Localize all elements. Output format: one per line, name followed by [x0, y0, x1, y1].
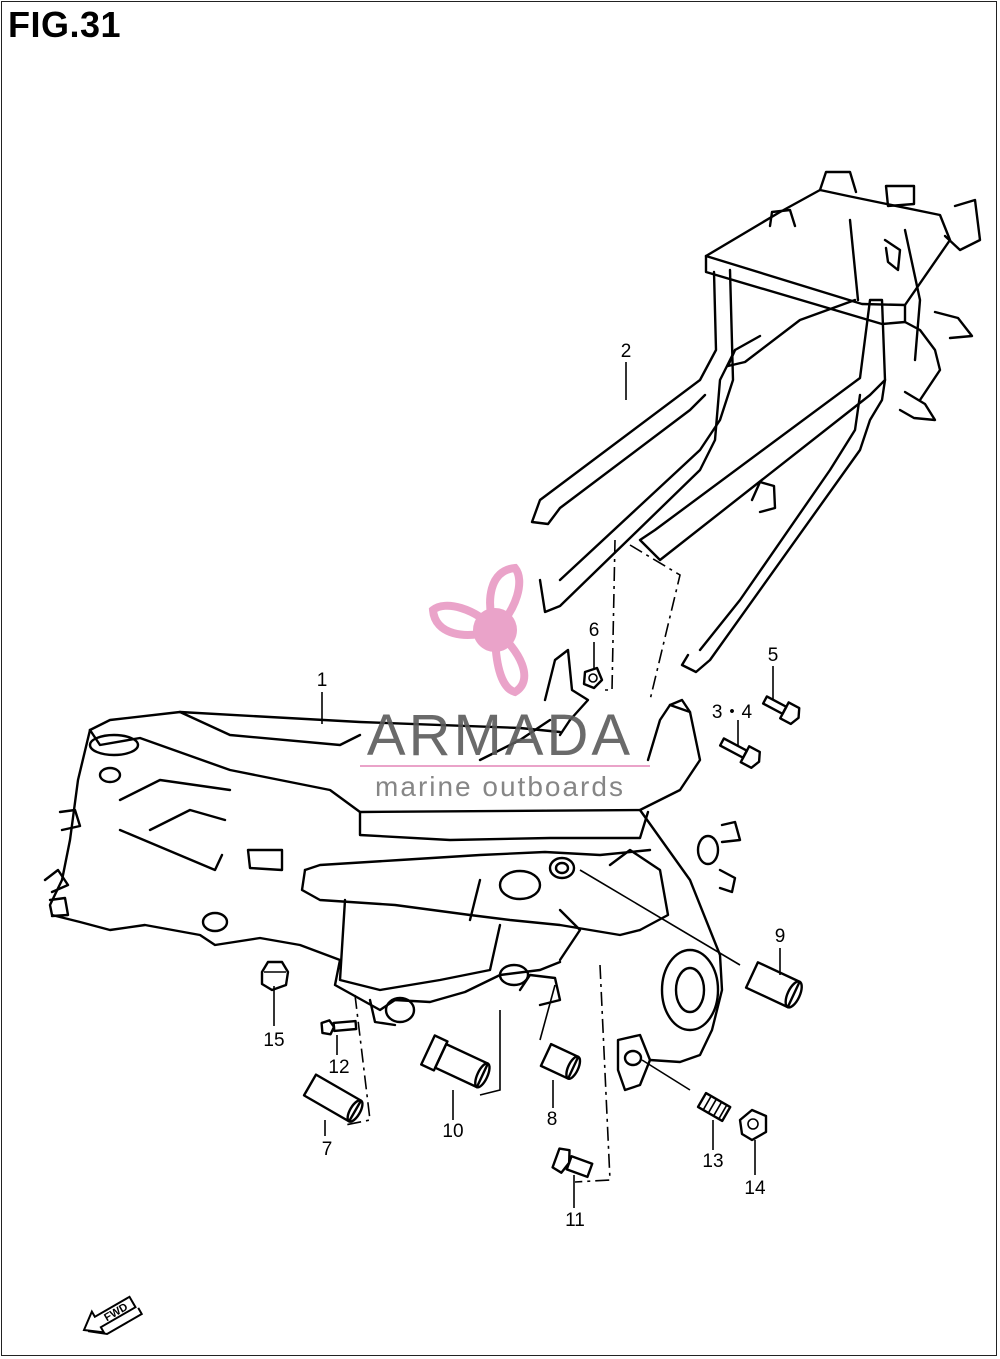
bolt-5: [761, 695, 801, 726]
propeller-logo-icon: [428, 563, 529, 697]
callout-2: 2: [621, 341, 632, 362]
leader-lines: [273, 362, 781, 1208]
callout-9: 9: [775, 926, 786, 947]
spacer-8: [539, 1042, 582, 1080]
nut-14: [738, 1108, 768, 1142]
spacer-7: [302, 1073, 364, 1123]
callout-1: 1: [317, 670, 328, 691]
nut-6: [582, 666, 604, 690]
adjuster-13: [696, 1091, 732, 1123]
callout-labels: 1 2 3・4 5 6 7 8 9 10 11 12 13 14 15: [263, 341, 785, 1231]
bolt-3-4: [718, 737, 761, 769]
bolt-11: [551, 1147, 594, 1179]
callout-6: 6: [589, 620, 600, 641]
callout-14: 14: [744, 1178, 766, 1199]
main-frame: [43, 648, 742, 1092]
loose-parts: [260, 666, 803, 1179]
callout-7: 7: [322, 1139, 333, 1160]
rear-subframe: [530, 170, 982, 674]
cap-15: [260, 960, 290, 992]
callout-8: 8: [547, 1109, 558, 1130]
watermark-tagline: marine outboards: [375, 771, 625, 802]
fwd-label: FWD: [102, 1301, 130, 1324]
fwd-arrow: FWD: [82, 1295, 144, 1336]
spacer-9: [744, 961, 803, 1009]
bolt-12: [320, 1019, 358, 1036]
watermark: ARMADA marine outboards: [360, 563, 650, 802]
callout-5: 5: [768, 645, 779, 666]
callout-13: 13: [702, 1151, 723, 1172]
callout-12: 12: [328, 1057, 349, 1078]
callout-11: 11: [565, 1210, 585, 1231]
collar-10: [420, 1034, 491, 1089]
callout-10: 10: [442, 1121, 463, 1142]
figure-title: FIG.31: [8, 4, 122, 45]
callout-3-4: 3・4: [712, 702, 753, 723]
callout-15: 15: [263, 1030, 284, 1051]
watermark-brand: ARMADA: [367, 703, 633, 768]
